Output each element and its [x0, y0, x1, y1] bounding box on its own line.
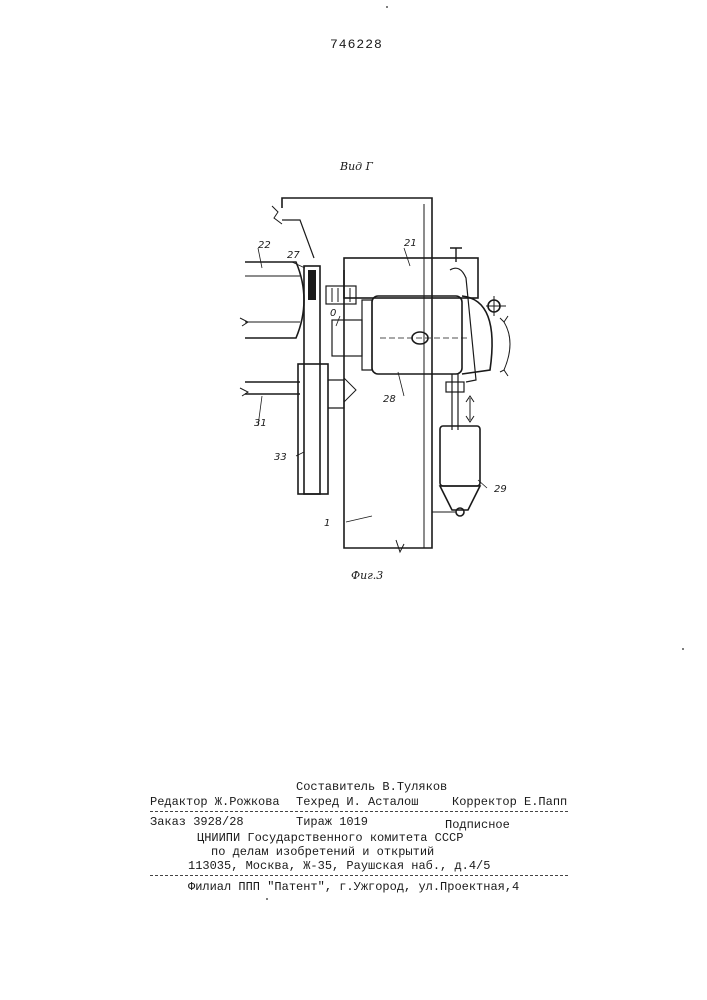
- imprint-print-run: Тираж 1019: [296, 815, 368, 829]
- wheel-support: [328, 380, 344, 408]
- imprint-techred: Техред И. Асталош: [296, 795, 418, 809]
- imprint-address: 113035, Москва, Ж-35, Раушская наб., д.4…: [188, 859, 490, 873]
- bracket: [344, 378, 356, 402]
- label-29: 29: [494, 484, 507, 495]
- label-1: 1: [324, 518, 330, 529]
- roll-22-shaft: [245, 276, 300, 322]
- scan-speck: [386, 6, 388, 8]
- break-line-bottom: [396, 540, 404, 552]
- rotation-arrow: [504, 322, 510, 370]
- bearing: [326, 286, 356, 304]
- disc-27: [304, 266, 320, 494]
- imprint-subscription: Подписное: [445, 818, 510, 832]
- imprint-branch: Филиал ППП "Патент", г.Ужгород, ул.Проек…: [188, 880, 519, 894]
- scan-speck: [266, 898, 268, 900]
- stroke-arrow: [466, 396, 474, 422]
- roll-22: [245, 262, 304, 338]
- imprint-institute-dept: по делам изобретений и открытий: [211, 845, 434, 859]
- motor-base-21: [344, 258, 478, 298]
- label-31: 31: [254, 418, 267, 429]
- scan-speck: [682, 648, 684, 650]
- label-27: 27: [287, 250, 300, 261]
- shaft-31: [245, 382, 300, 394]
- imprint-institute: ЦНИИПИ Государственного комитета СССР: [197, 831, 463, 845]
- break-line-top: [272, 206, 282, 224]
- motor-28: [372, 296, 462, 374]
- figure-caption: Фиг.3: [351, 569, 383, 582]
- imprint-rule-1: [150, 811, 568, 812]
- adjust-screw: [450, 248, 462, 262]
- imprint-order: Заказ 3928/28: [150, 815, 244, 829]
- imprint-rule-2: [150, 875, 568, 876]
- motor-flange: [362, 300, 372, 370]
- label-22: 22: [258, 240, 271, 251]
- cylinder-29: [440, 426, 480, 486]
- imprint-composer: Составитель В.Туляков: [296, 780, 447, 794]
- label-0: 0: [330, 308, 336, 319]
- imprint-corrector: Корректор Е.Папп: [452, 795, 567, 809]
- imprint-editor: Редактор Ж.Рожкова: [150, 795, 280, 809]
- wheel-33: [298, 364, 328, 494]
- label-21: 21: [404, 238, 417, 249]
- rod-clevis: [446, 382, 464, 392]
- label-33: 33: [274, 452, 287, 463]
- cylinder-mount: [440, 486, 480, 510]
- label-28: 28: [383, 394, 396, 405]
